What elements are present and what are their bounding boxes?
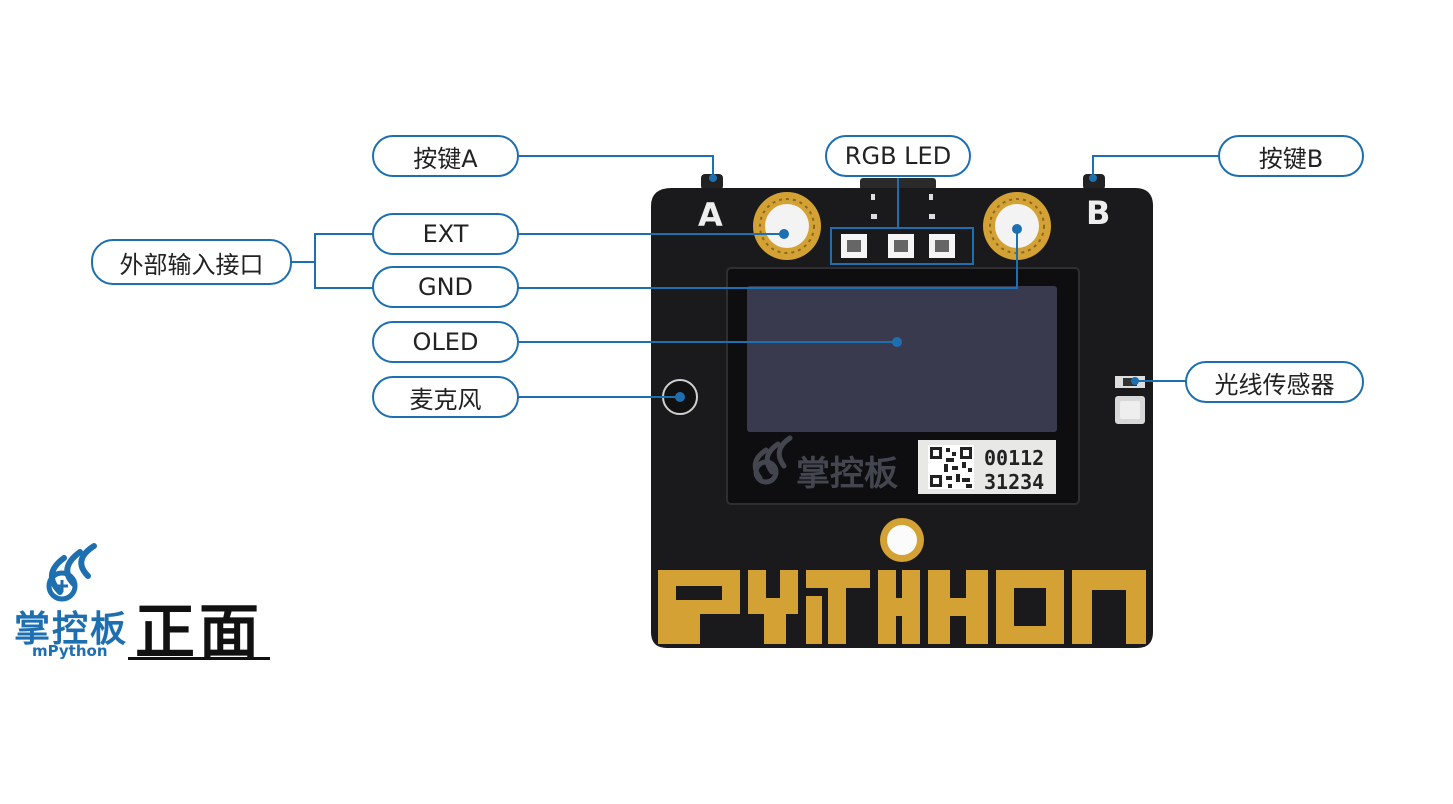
callout-gnd: GND [372,266,519,308]
side-title: 正面 [135,598,263,668]
callout-rgb-led: RGB LED [825,135,971,177]
oled-logo-icon [752,435,793,485]
callout-button-b: 按键B [1218,135,1364,177]
brand-name-en: mPython [32,642,108,660]
qr-code-icon [928,445,974,489]
callout-microphone: 麦克风 [372,376,519,418]
button-b-nub [1083,174,1105,190]
callout-external-input: 外部输入接口 [91,239,292,285]
rgb-leds [841,234,955,258]
serial-line-1: 00112 [984,446,1045,470]
oled-watermark-text: 掌控板 [796,454,898,494]
callout-oled: OLED [372,321,519,363]
serial-number: 00112 31234 [984,446,1044,494]
serial-line-2: 31234 [984,470,1045,494]
oled-screen [747,286,1057,432]
side-title-underline [128,657,270,660]
button-a-nub [701,174,723,190]
python-gold-pads [658,570,1146,644]
board-label-a: A [698,196,723,234]
mpython-logo-icon [46,543,97,602]
callout-ext: EXT [372,213,519,255]
callout-button-a: 按键A [372,135,519,177]
board-label-b: B [1086,194,1110,232]
brand-name-cn: 掌控板 [14,609,129,650]
callout-light-sensor: 光线传感器 [1185,361,1364,403]
